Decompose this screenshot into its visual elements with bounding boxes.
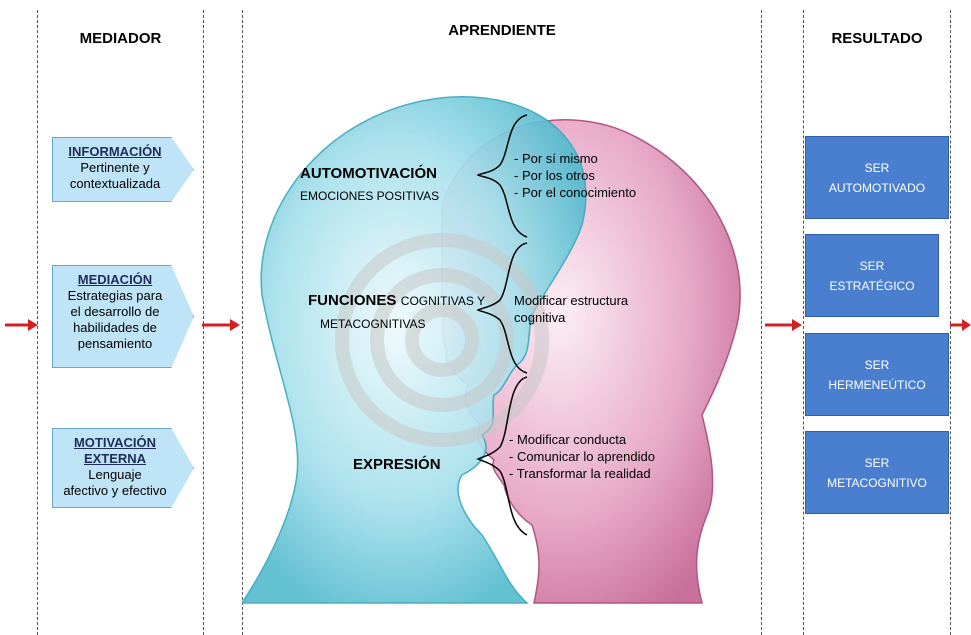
expresion-title: EXPRESIÓN [353, 456, 441, 473]
motivacion-line: afectivo y efectivo [63, 483, 167, 498]
mediacion-box: MEDIACIÓN Estrategias para el desarrollo… [52, 265, 194, 368]
funciones-bullet: Modificar estructura [514, 293, 629, 308]
automotivacion-bullet: - Por los otros [514, 168, 595, 183]
expresion-bullets: - Modificar conducta - Comunicar lo apre… [509, 431, 655, 482]
expresion-bullet: - Comunicar lo aprendido [509, 449, 655, 464]
heads-illustration [242, 96, 741, 604]
funciones-subtitle: METACOGNITIVAS [320, 317, 426, 331]
brace-expresion [476, 376, 528, 536]
arrow-output-icon [950, 319, 971, 331]
expresion-bullet: - Transformar la realidad [509, 466, 651, 481]
result-line: AUTOMOTIVADO [828, 180, 926, 195]
funciones-bullets: Modificar estructura cognitiva [514, 292, 628, 326]
mediacion-head: MEDIACIÓN [77, 272, 153, 287]
brace-funciones [476, 242, 528, 374]
result-line: SER [864, 357, 890, 372]
mediacion-line: habilidades de [73, 320, 157, 335]
arrow-input-icon [5, 319, 38, 331]
automotivacion-title: AUTOMOTIVACIÓN [300, 165, 437, 182]
mediador-title: MEDIADOR [79, 30, 162, 47]
motivacion-externa-box: MOTIVACIÓN EXTERNA Lenguaje afectivo y e… [52, 428, 194, 508]
motivacion-line: Lenguaje [88, 467, 142, 482]
expresion-bullet: - Modificar conducta [509, 432, 627, 447]
mediacion-line: el desarrollo de [70, 304, 160, 319]
automotivacion-bullet: - Por sí mismo [514, 151, 598, 166]
result-box-metacognitivo: SER METACOGNITIVO [805, 431, 949, 514]
result-line: ESTRATÉGICO [829, 278, 915, 293]
arrow-aprendiente-to-resultado-icon [765, 319, 802, 331]
result-box-automotivado: SER AUTOMOTIVADO [805, 136, 949, 219]
informacion-line: Pertinente y [80, 160, 150, 175]
resultado-column: RESULTADO [803, 10, 951, 635]
automotivacion-bullet: - Por el conocimiento [514, 185, 637, 200]
resultado-title: RESULTADO [831, 30, 923, 47]
mediacion-line: Estrategias para [67, 288, 163, 303]
result-line: SER [864, 455, 890, 470]
motivacion-head2: EXTERNA [83, 451, 147, 466]
informacion-line: contextualizada [69, 176, 161, 191]
result-line: HERMENEÚTICO [828, 377, 926, 392]
mediador-column: MEDIADOR [37, 10, 204, 635]
funciones-title-row: FUNCIONES COGNITIVAS Y [308, 292, 485, 310]
motivacion-head: MOTIVACIÓN [73, 435, 157, 450]
automotivacion-bullets: - Por sí mismo - Por los otros - Por el … [514, 150, 636, 201]
result-box-estrategico: SER ESTRATÉGICO [805, 234, 939, 317]
flow-arrows [5, 319, 971, 331]
funciones-title-rest: COGNITIVAS Y [400, 294, 486, 308]
brace-automotivacion [476, 114, 528, 238]
mediacion-line: pensamiento [77, 336, 153, 351]
informacion-head: INFORMACIÓN [68, 144, 162, 159]
informacion-box: INFORMACIÓN Pertinente y contextualizada [52, 137, 194, 202]
aprendiente-column: APRENDIENTE [242, 10, 762, 635]
result-line: METACOGNITIVO [827, 475, 927, 490]
result-line: SER [859, 258, 885, 273]
funciones-title: FUNCIONES [308, 292, 397, 309]
result-box-hermeneutico: SER HERMENEÚTICO [805, 333, 949, 416]
arrow-mediador-to-aprendiente-icon [202, 319, 240, 331]
automotivacion-subtitle: EMOCIONES POSITIVAS [300, 189, 440, 203]
funciones-bullet: cognitiva [514, 310, 566, 325]
result-line: SER [864, 160, 890, 175]
aprendiente-title: APRENDIENTE [448, 22, 556, 39]
